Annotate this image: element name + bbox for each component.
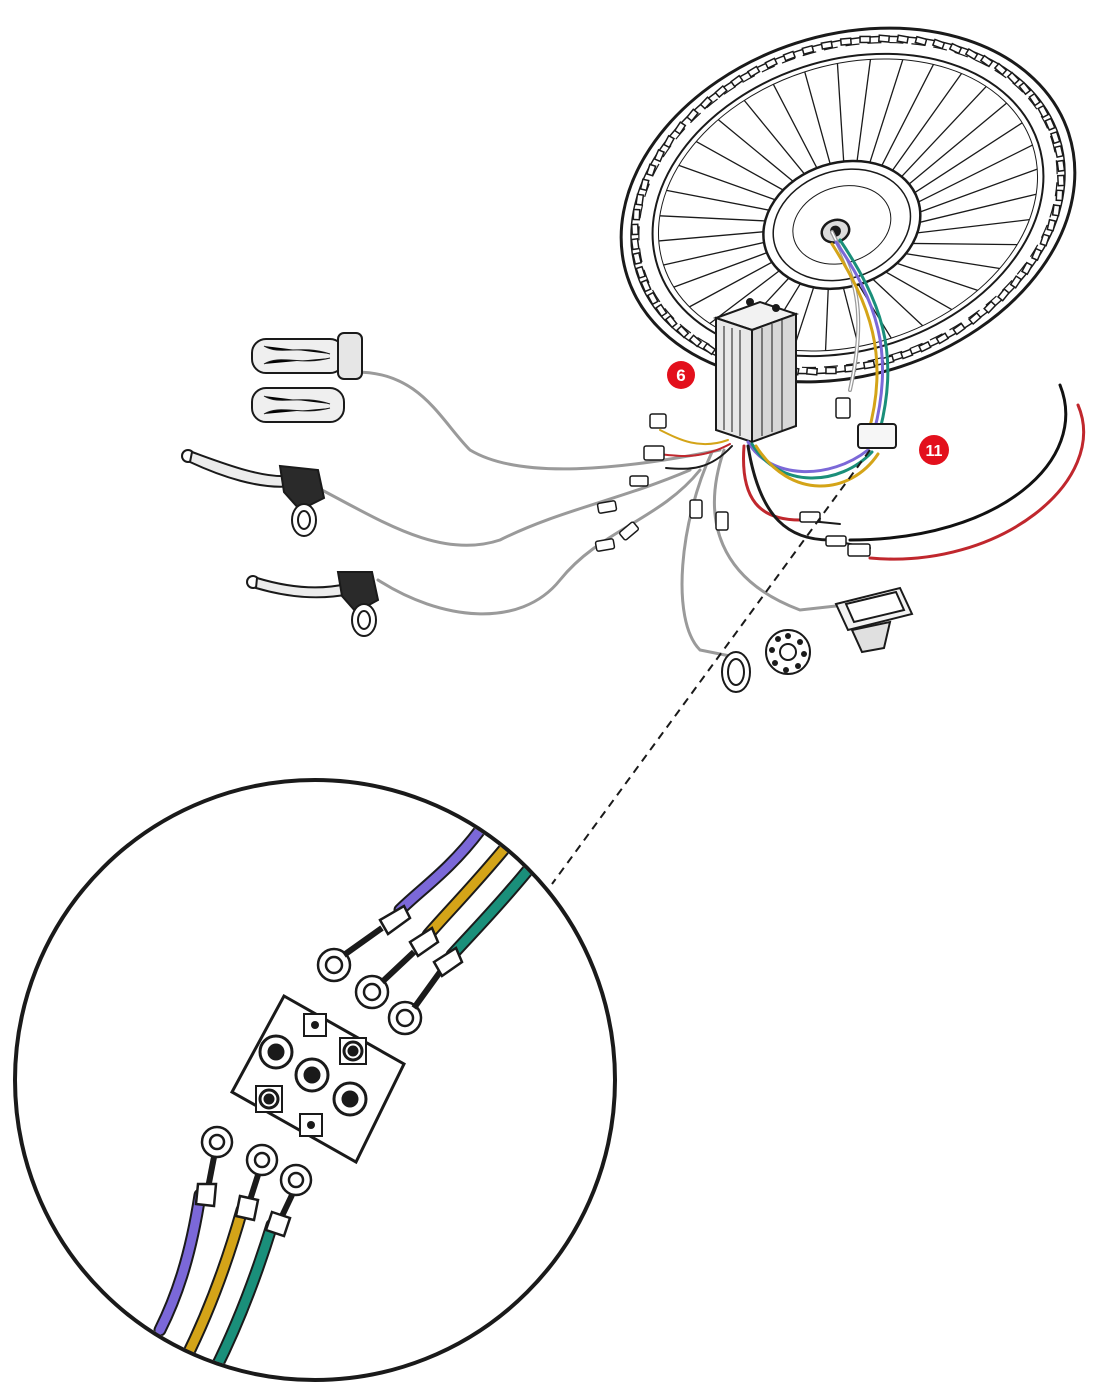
tire-tread-mark [820,40,834,50]
lcd-display-icon [834,586,914,654]
tire-tread-mark [654,303,668,318]
marker-label-6: 6 [676,366,685,385]
tire-tread-mark [859,35,871,44]
tire-tread-mark [686,108,700,122]
tire-tread-mark [1046,218,1057,232]
tire-tread-mark [662,134,676,149]
cable-harness [316,230,1086,658]
tire-tread-mark [964,47,979,61]
tire-tread-mark [968,311,982,326]
tire-tread-mark [801,44,815,56]
controller-box-icon [712,298,800,444]
wheel-spoke [898,168,1038,221]
tire-tread-mark [782,50,797,62]
tire-tread-mark [699,96,713,110]
tire-tread-mark [673,121,687,135]
phase-terminal-block-icon [229,993,406,1165]
marker-connector: 11 [919,435,949,465]
tire-tread-mark [1037,104,1050,119]
tire-tread-mark [983,300,997,314]
tire-tread-mark [635,265,647,279]
tire-tread-mark [1009,275,1023,289]
tire-tread-mark [1057,174,1066,187]
throttle-grip-icon [251,332,363,423]
wheel-spoke [895,122,1023,206]
tire-tread-mark [1020,261,1034,276]
wheel-spoke [880,73,963,188]
tire-tread-mark [839,37,852,46]
tire-tread-mark [862,360,876,370]
wheel-spoke [863,59,904,181]
tire-tread-mark [1044,117,1056,132]
tire-tread-mark [675,324,690,339]
tire-tread-mark [948,42,963,55]
wheel-hub-motor-icon [619,26,1077,384]
ring-terminal-upper [316,904,464,1036]
marker-label-11: 11 [926,443,943,460]
tire-tread-mark [764,57,778,70]
tire-tread-mark [914,35,928,47]
tire-tread-mark [632,208,641,221]
tire-tread-mark [931,38,946,50]
tire-tread-mark [1055,189,1064,202]
tire-tread-mark [899,348,914,360]
tire-tread-mark [653,148,666,163]
tire-tread-mark [1053,145,1064,158]
tire-tread-mark [630,237,640,251]
tire-tread-mark [640,278,652,293]
tire-tread-mark [993,62,1008,76]
tire-tread-mark [896,34,910,44]
tire-tread-mark [714,84,728,99]
tire-tread-mark [646,291,659,306]
tire-tread-mark [1028,92,1042,107]
tire-tread-mark [877,34,891,43]
callout-dashed-line [551,449,871,885]
tire-tread-mark [702,342,717,356]
tire-tread-mark [1018,81,1032,96]
detail-magnifier [13,778,617,1382]
tire-tread-mark [952,322,966,336]
tire-tread-mark [1049,131,1061,145]
tire-tread-mark [825,366,837,375]
wheel-spoke [886,86,987,193]
tire-tread-mark [918,340,932,353]
wheel-spoke [892,102,1007,199]
wheel-spoke [854,59,872,180]
marker-controller: 6 [667,361,695,389]
pas-sensor-icon [721,629,811,693]
ring-terminal-lower [194,1125,313,1238]
tire-tread-mark [1039,233,1051,247]
tire-tread-mark [639,178,650,192]
tire-tread-mark [1056,159,1066,173]
tire-tread-mark [635,193,645,206]
tire-tread-mark [688,334,703,348]
brake-lever-icon [246,571,380,637]
inline-connectors [594,397,871,557]
brake-lever-icon [181,449,326,537]
tire-tread-mark [1030,247,1043,262]
wheel-spoke [872,64,935,184]
tire-tread-mark [645,163,657,177]
tire-tread-mark [1051,204,1061,217]
tire-tread-mark [746,65,761,78]
tire-tread-mark [979,54,994,68]
tire-tread-mark [935,332,950,345]
tire-tread-mark [1006,71,1021,86]
wheel-spoke [897,144,1033,213]
tire-tread-mark [632,252,643,265]
tire-tread-mark [805,367,819,376]
tire-tread-mark [730,74,744,88]
tire-tread-mark [664,314,678,329]
tire-tread-mark [630,223,639,236]
tire-tread-mark [996,288,1010,302]
